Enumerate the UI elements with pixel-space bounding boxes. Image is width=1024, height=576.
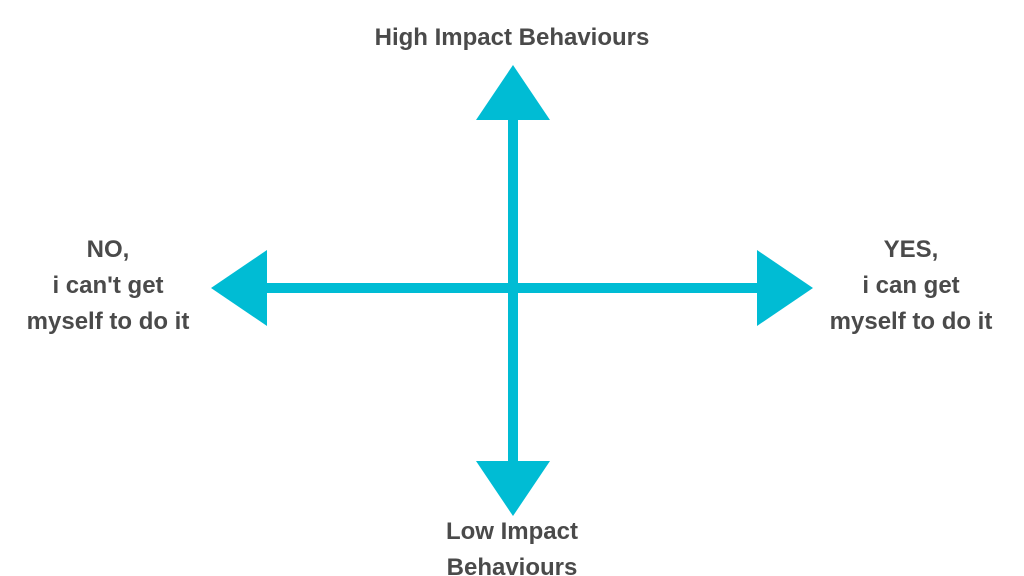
- yes-label-line-2: i can get: [862, 272, 960, 299]
- low-impact-line-2: Behaviours: [446, 554, 578, 576]
- high-impact-text: High Impact Behaviours: [374, 24, 650, 51]
- yes-label: YES, i can get myself to do it: [811, 232, 1011, 340]
- no-label-line-2: i can't get: [52, 272, 164, 299]
- horizontal-axis-line: [262, 283, 762, 293]
- yes-label-line-3: myself to do it: [829, 308, 993, 335]
- no-label: NO, i can't get myself to do it: [8, 232, 208, 340]
- arrowhead-down-icon: [476, 461, 550, 516]
- no-label-line-3: myself to do it: [26, 308, 190, 335]
- yes-label-line-1: YES,: [883, 236, 939, 263]
- arrowhead-up-icon: [476, 65, 550, 120]
- low-impact-label: Low Impact Behaviours: [412, 514, 612, 576]
- low-impact-line-1: Low Impact: [445, 518, 578, 545]
- arrowhead-left-icon: [211, 250, 267, 326]
- arrowhead-right-icon: [757, 250, 813, 326]
- high-impact-label: High Impact Behaviours: [312, 20, 712, 56]
- no-label-line-1: NO,: [86, 236, 130, 263]
